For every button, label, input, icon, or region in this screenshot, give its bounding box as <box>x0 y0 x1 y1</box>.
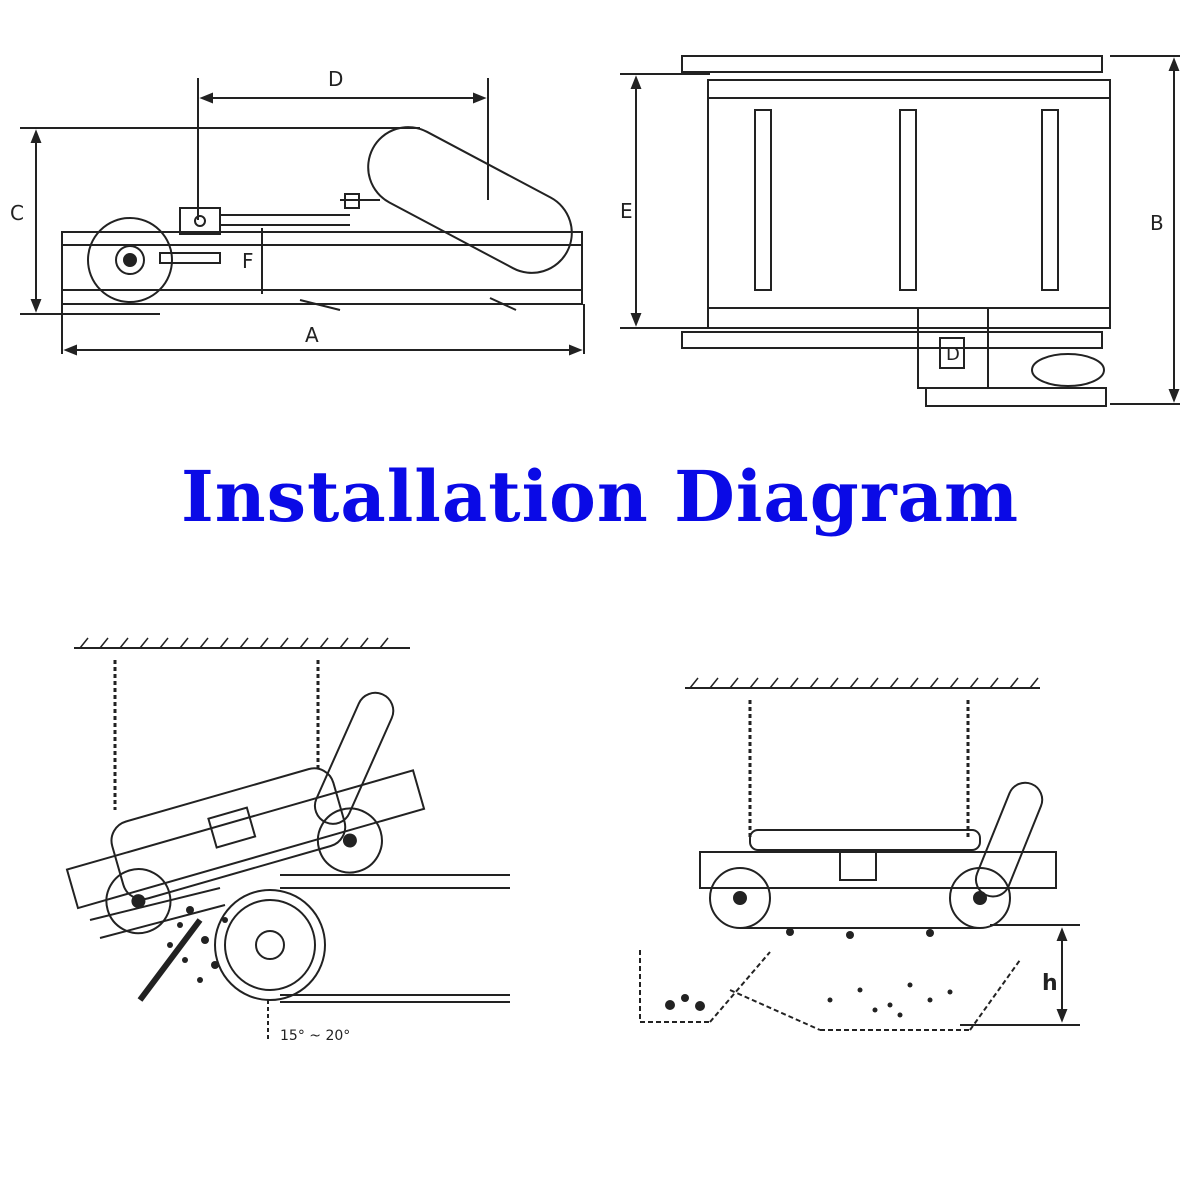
top-view-diagram: E B D <box>620 55 1180 407</box>
dim-label-f: F <box>242 249 254 273</box>
height-label: h <box>1042 971 1058 996</box>
side-view-diagram: D C F A <box>10 67 585 356</box>
dim-label-a: A <box>305 323 319 347</box>
page-title: Installation Diagram <box>180 455 1020 538</box>
angle-label: 15° ~ 20° <box>280 1028 350 1044</box>
motor-label: D <box>946 344 960 365</box>
horizontal-installation-diagram: h <box>639 677 1080 1031</box>
dim-label-e: E <box>620 199 633 223</box>
dim-label-b: B <box>1150 211 1164 235</box>
dim-label-c: C <box>10 201 24 225</box>
dim-label-d: D <box>328 67 343 91</box>
inclined-installation-diagram: 15° ~ 20° <box>65 637 510 1044</box>
